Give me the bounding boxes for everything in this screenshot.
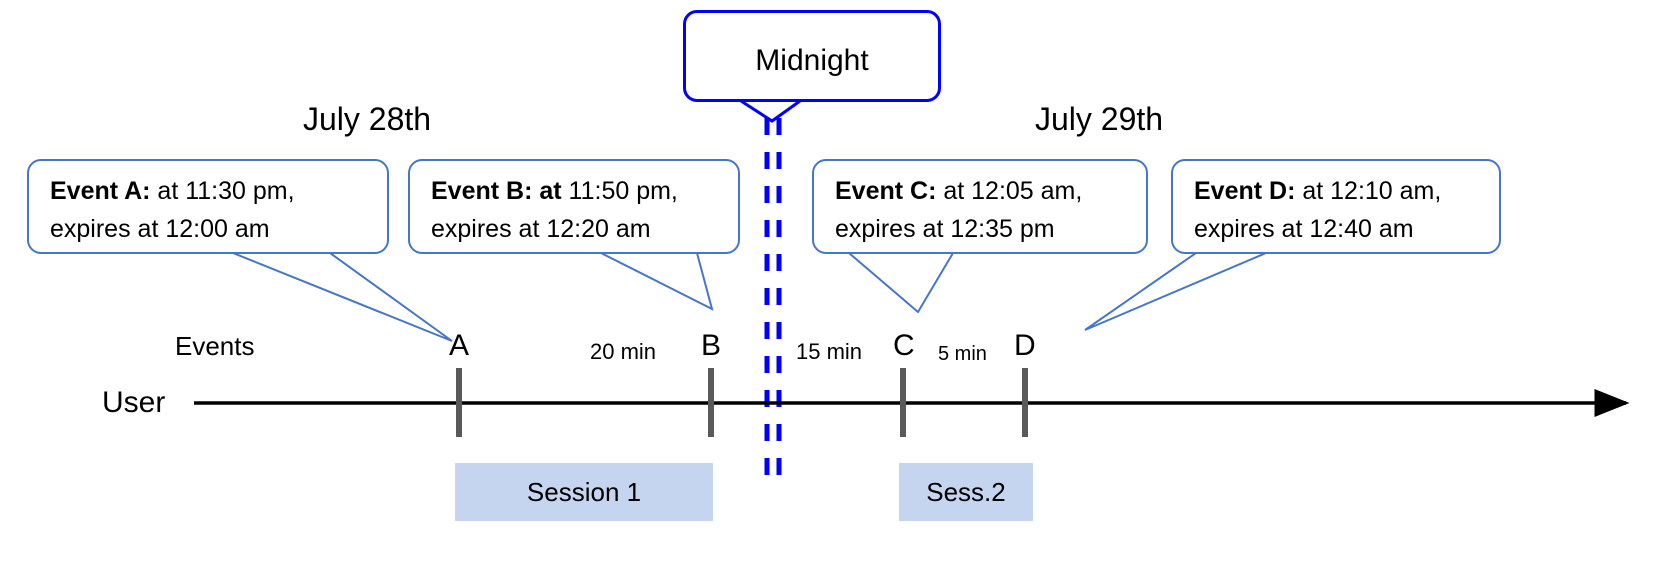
session-block-2: Sess.2	[899, 463, 1033, 521]
leader-event-b	[600, 252, 714, 311]
session-block-1-label: Session 1	[526, 476, 642, 507]
midnight-callout-tail	[740, 99, 801, 123]
midnight-callout: Midnight	[683, 10, 941, 102]
event-letter-b: B	[701, 329, 721, 363]
callout-event-a-line2: expires at 12:00 am	[50, 215, 270, 243]
callout-event-d-line1: Event D: at 12:10 am,	[1194, 172, 1499, 210]
callout-event-a-rest: at 11:30 pm,	[150, 177, 295, 205]
row-label-events-text: Events	[175, 331, 255, 361]
callout-event-c-line2: expires at 12:35 pm	[835, 215, 1055, 243]
interval-label-a-b-text: 20 min	[590, 339, 657, 364]
date-label-july-29-text: July 29th	[1035, 101, 1164, 137]
event-letter-a-text: A	[449, 329, 470, 362]
event-letter-d: D	[1014, 329, 1036, 363]
callout-event-b-rest: 11:50 pm,	[561, 177, 678, 205]
row-label-user-text: User	[102, 386, 166, 419]
callout-event-b: Event B: at 11:50 pm, expires at 12:20 a…	[408, 159, 740, 254]
leader-event-a	[232, 252, 453, 342]
row-label-user: User	[102, 386, 165, 420]
event-letter-c: C	[893, 329, 915, 363]
callout-event-d-line2: expires at 12:40 am	[1194, 215, 1414, 243]
leader-event-d	[1084, 252, 1267, 331]
callout-event-b-line2: expires at 12:20 am	[431, 215, 651, 243]
callout-event-b-bold: Event B: at	[431, 177, 562, 205]
callout-event-a: Event A: at 11:30 pm, expires at 12:00 a…	[27, 159, 389, 254]
callout-event-d-rest: at 12:10 am,	[1295, 177, 1442, 205]
interval-label-c-d-text: 5 min	[938, 343, 987, 365]
date-label-july-29: July 29th	[1035, 101, 1163, 138]
session-block-1: Session 1	[455, 463, 713, 521]
callout-event-c-rest: at 12:05 am,	[936, 177, 1083, 205]
row-label-events: Events	[175, 331, 255, 362]
event-letter-b-text: B	[701, 329, 722, 362]
callout-event-c: Event C: at 12:05 am, expires at 12:35 p…	[812, 159, 1148, 254]
interval-label-b-c: 15 min	[796, 339, 862, 365]
session-block-2-label: Sess.2	[926, 476, 1006, 507]
callout-event-a-line1: Event A: at 11:30 pm,	[50, 172, 387, 210]
event-letter-c-text: C	[893, 329, 915, 362]
interval-label-a-b: 20 min	[590, 339, 656, 365]
event-letter-d-text: D	[1014, 329, 1036, 362]
callout-event-c-bold: Event C:	[835, 177, 937, 205]
interval-label-b-c-text: 15 min	[796, 339, 863, 364]
interval-label-c-d: 5 min	[938, 343, 987, 366]
event-letter-a: A	[449, 329, 469, 363]
leader-event-c	[846, 252, 955, 314]
callout-event-b-line1: Event B: at 11:50 pm,	[431, 172, 738, 210]
callout-event-d: Event D: at 12:10 am, expires at 12:40 a…	[1171, 159, 1501, 254]
callout-event-c-line1: Event C: at 12:05 am,	[835, 172, 1146, 210]
callout-event-d-bold: Event D:	[1194, 177, 1296, 205]
date-label-july-28-text: July 28th	[303, 101, 432, 137]
midnight-callout-label: Midnight	[755, 44, 869, 77]
date-label-july-28: July 28th	[303, 101, 431, 138]
callout-event-a-bold: Event A:	[50, 177, 151, 205]
